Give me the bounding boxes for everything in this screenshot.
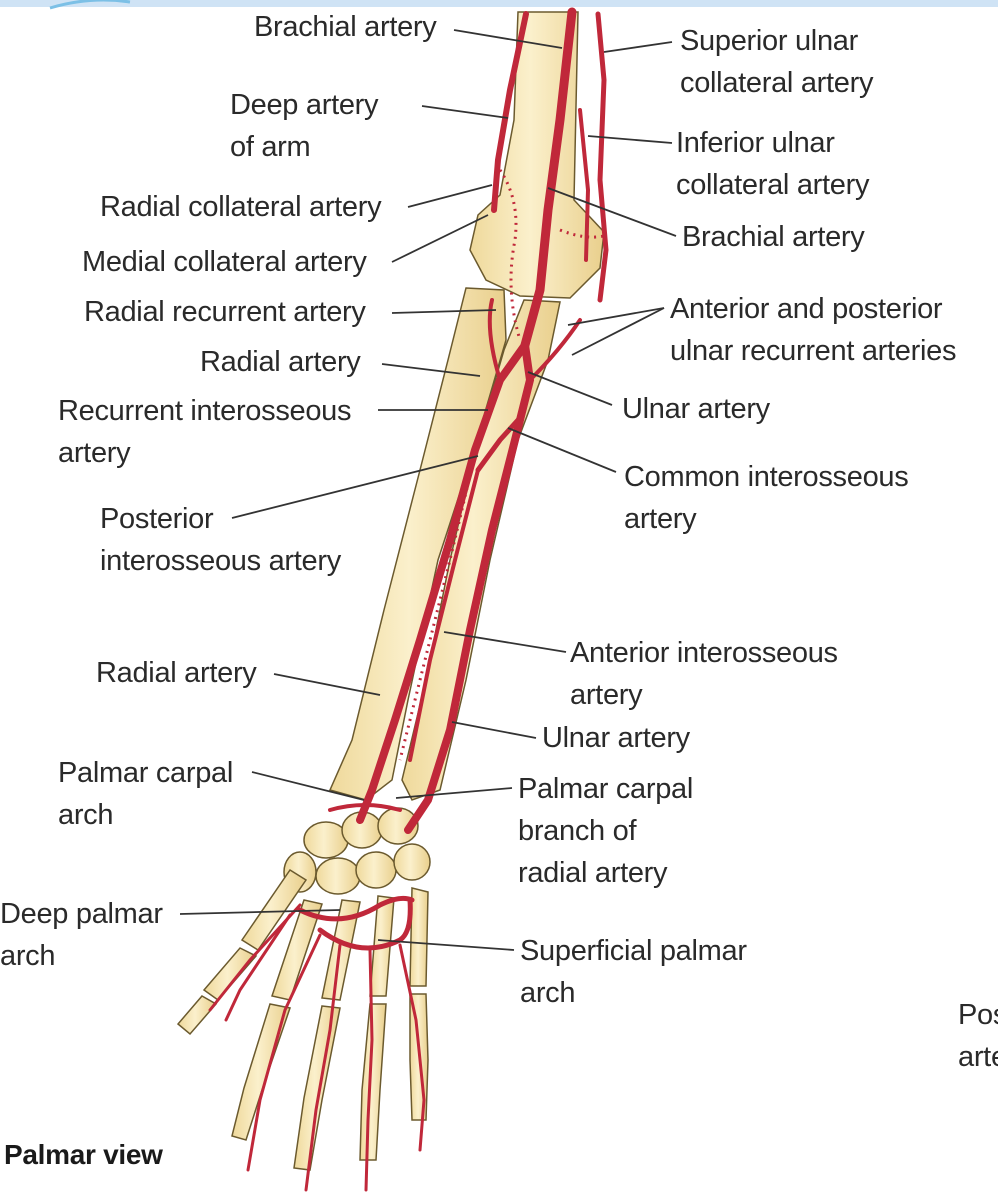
label-superficial-palmar-arch: Superficial palmar arch <box>520 935 747 1009</box>
label-radial-artery-lower: Radial artery <box>96 657 257 689</box>
label-ulnar-artery-lower: Ulnar artery <box>542 722 690 754</box>
palmar-carpal-arch-path <box>328 803 402 812</box>
top-banner-edge <box>0 0 998 7</box>
label-radial-collateral: Radial collateral artery <box>100 191 382 223</box>
middle-phalanges <box>293 1005 341 1171</box>
metacarpal-middle <box>321 899 361 1001</box>
label-palmar-carpal-branch: Palmar carpal branch of radial artery <box>518 773 693 889</box>
deep-palmar-arch-path <box>297 895 415 922</box>
label-radial-artery-upper: Radial artery <box>200 346 361 378</box>
label-palmar-carpal-arch: Palmar carpal arch <box>58 757 233 831</box>
superficial-palmar-arch-path <box>317 897 413 951</box>
index-phalanges <box>231 1003 291 1141</box>
metacarpal-little <box>409 887 429 987</box>
label-superior-ulnar-collateral: Superior ulnar collateral artery <box>680 25 874 99</box>
label-recurrent-interosseous: Recurrent interosseous artery <box>58 395 352 469</box>
label-medial-collateral: Medial collateral artery <box>82 246 367 278</box>
anterior-interosseous-path <box>408 468 480 762</box>
carpal-bones <box>283 807 431 895</box>
label-cutoff-right: Pos arte <box>958 999 998 1073</box>
label-anterior-interosseous: Anterior interosseous artery <box>570 637 838 711</box>
label-inferior-ulnar-collateral: Inferior ulnar collateral artery <box>676 127 870 201</box>
common-interosseous-path <box>475 417 521 473</box>
ulnar-artery-path <box>404 341 535 834</box>
top-banner-swoosh <box>49 0 131 10</box>
superior-ulnar-collateral-path <box>595 11 609 303</box>
inferior-ulnar-collateral-path <box>578 108 591 262</box>
thumb-phalanx-2 <box>176 995 218 1036</box>
label-common-interosseous: Common interosseous artery <box>624 461 909 535</box>
arteries <box>208 7 609 1192</box>
deep-artery-path <box>491 11 529 213</box>
label-radial-recurrent: Radial recurrent artery <box>84 296 366 328</box>
radial-artery-path <box>356 341 529 824</box>
view-label: Palmar view <box>4 1139 163 1170</box>
humerus <box>469 11 605 299</box>
label-brachial-artery-right: Brachial artery <box>682 221 865 253</box>
label-deep-artery-of-arm: Deep artery of arm <box>230 89 379 163</box>
brachial-artery-path <box>520 7 577 350</box>
label-deep-palmar-arch: Deep palmar arch <box>0 898 163 972</box>
leader-lines <box>179 29 677 951</box>
label-posterior-interosseous: Posterior interosseous artery <box>100 503 341 577</box>
radius <box>328 287 507 801</box>
thumb-phalanx-1 <box>202 947 258 1002</box>
label-brachial-artery-top: Brachial artery <box>254 11 437 43</box>
radial-recurrent-path <box>487 298 502 382</box>
label-ulnar-artery-upper: Ulnar artery <box>622 393 770 425</box>
label-ulnar-recurrent: Anterior and posterior ulnar recurrent a… <box>670 293 957 367</box>
